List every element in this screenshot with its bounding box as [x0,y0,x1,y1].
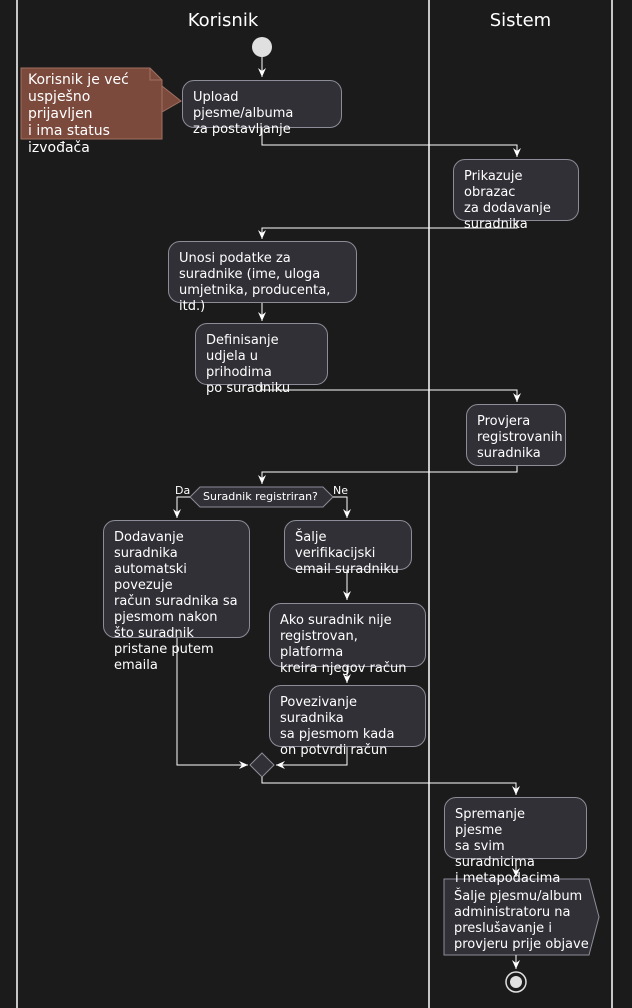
action-ako-nije-registrovan: Ako suradnik nije registrovan, platforma… [269,603,426,676]
send-signal-shape [443,878,600,956]
decision-no-label: Ne [333,484,348,497]
end-node [505,971,527,993]
action-unosi: Unosi podatke za suradnike (ime, uloga u… [168,241,357,314]
decision-question: Suradnik registriran? [203,490,318,503]
action-salje-pjesmu: Šalje pjesmu/album administratoru na pre… [454,889,589,952]
note-precondition: Korisnik je već uspješno prijavljen i im… [28,72,129,156]
action-provjera: Provjera registrovanih suradnika [466,404,566,466]
lane-title-korisnik: Korisnik [187,10,259,31]
action-spremanje: Spremanje pjesme sa svim suradnicima i m… [444,797,587,886]
merge-node [249,752,275,778]
action-povezivanje: Povezivanje suradnika sa pjesmom kada on… [269,685,426,758]
lane-title-sistem: Sistem [489,10,552,31]
action-dodavanje: Dodavanje suradnika automatski povezuje … [103,520,250,673]
action-prikaz: Prikazuje obrazac za dodavanje suradnika [453,159,579,232]
action-upload: Upload pjesme/albuma za postavljanje [182,80,342,137]
action-salje-verifikacijski: Šalje verifikacijski email suradniku [284,520,412,577]
action-definisanje: Definisanje udjela u prihodima po suradn… [195,323,328,396]
decision-yes-label: Da [175,484,191,497]
start-node [252,37,272,57]
